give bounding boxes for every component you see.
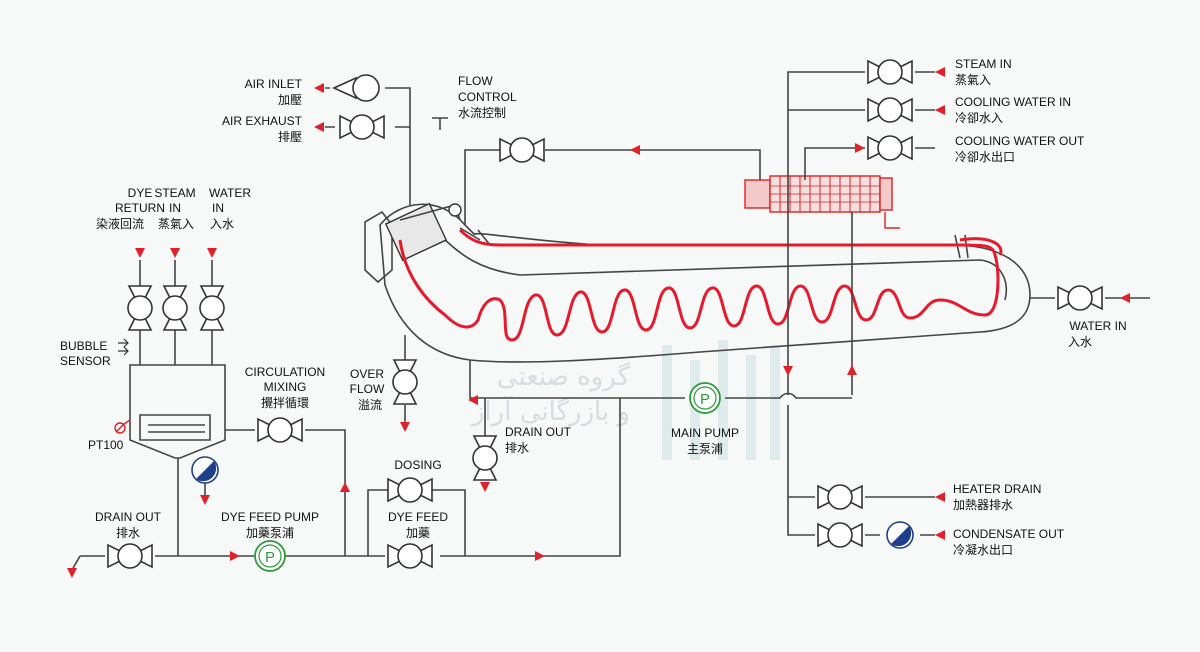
water-in-label-cn: 入水 <box>210 217 234 231</box>
drain-out-mid-valve <box>472 435 498 481</box>
dye-feed-pump-label-cn: 加藥泵浦 <box>246 526 294 540</box>
steam-in-valve <box>867 59 913 85</box>
dye-return-valve <box>127 285 153 331</box>
steam-in-label-2: IN <box>169 201 181 215</box>
cooling-water-out-valve <box>867 135 913 161</box>
heater-drain-valve <box>817 484 863 510</box>
pt100-sensor-icon <box>114 419 131 434</box>
cooling-water-out-label: COOLING WATER OUT <box>955 134 1085 148</box>
circulation-label-2: MIXING <box>264 380 307 394</box>
fabric-path-top <box>959 237 1003 256</box>
valves <box>107 59 1103 569</box>
steam-in-tank-valve <box>162 285 188 331</box>
watermark-line-1: گروه صنعتی <box>497 361 631 392</box>
dye-return-label-2: RETURN <box>115 201 165 215</box>
dye-feed-pump-icon: P <box>254 540 286 572</box>
air-exhaust-valve <box>339 114 385 140</box>
water-in-label-1: WATER <box>209 186 251 200</box>
cooling-water-in-valve <box>867 97 913 123</box>
dye-feed-valve <box>387 543 433 569</box>
pt100-label: PT100 <box>88 438 124 452</box>
drain-out-mid-label: DRAIN OUT <box>505 425 572 439</box>
overflow-valve <box>392 359 418 405</box>
drain-out-mid-label-cn: 排水 <box>505 441 529 455</box>
circulation-mixing-valve <box>257 417 303 443</box>
condensate-out-valve <box>817 522 863 548</box>
cooling-water-in-label-cn: 冷卻水入 <box>955 111 1003 125</box>
dye-feed-pump-label: DYE FEED PUMP <box>221 510 319 524</box>
bubble-sensor-label-2: SENSOR <box>60 354 111 368</box>
heater-drain-label-cn: 加熱器排水 <box>953 498 1013 512</box>
heater-drain-label: HEATER DRAIN <box>953 482 1041 496</box>
bubble-sensor-label-1: BUBBLE <box>60 339 107 353</box>
air-inlet-label-cn: 加壓 <box>278 93 302 107</box>
air-exhaust-label: AIR EXHAUST <box>222 114 303 128</box>
main-vessel <box>364 202 1031 363</box>
level-meter-icon <box>191 456 219 484</box>
flow-control-valve <box>499 137 545 163</box>
dosing-valve <box>387 477 433 503</box>
drain-out-left-label-cn: 排水 <box>116 526 140 540</box>
main-pump-symbol: P <box>700 391 710 408</box>
water-in-tank-valve <box>199 285 225 331</box>
dosing-label: DOSING <box>394 458 441 472</box>
dye-return-label-1: DYE <box>128 186 153 200</box>
circulation-label-cn: 攪拌循環 <box>261 395 309 410</box>
circulation-label-1: CIRCULATION <box>245 365 325 379</box>
steam-in-right-label-cn: 蒸氣入 <box>955 73 991 87</box>
overflow-label-1: OVER <box>350 367 384 381</box>
flow-control-label-2: CONTROL <box>458 90 517 104</box>
fabric-path <box>398 228 1000 342</box>
main-pump-icon: P <box>689 382 721 414</box>
water-in-right-label: WATER IN <box>1069 319 1126 333</box>
condensate-trap-icon <box>886 521 914 549</box>
condensate-out-label: CONDENSATE OUT <box>953 527 1065 541</box>
cooling-water-out-label-cn: 冷卻水出口 <box>955 150 1015 164</box>
bubble-sensor-arrows <box>118 338 129 356</box>
dye-feed-label: DYE FEED <box>388 510 448 524</box>
overflow-label-2: FLOW <box>350 382 385 396</box>
flow-control-label-cn: 水流控制 <box>458 106 506 120</box>
heat-exchanger <box>744 175 900 229</box>
water-in-right-label-cn: 入水 <box>1068 335 1092 349</box>
air-inlet-label: AIR INLET <box>245 77 303 91</box>
dye-feed-label-cn: 加藥 <box>406 526 430 540</box>
drain-out-left-valve <box>107 543 153 569</box>
condensate-out-label-cn: 冷凝水出口 <box>953 542 1013 557</box>
steam-in-label-cn: 蒸氣入 <box>158 217 194 231</box>
flow-control-label-1: FLOW <box>458 74 493 88</box>
steam-in-label-1: STEAM <box>154 186 195 200</box>
main-pump-label-cn: 主泵浦 <box>687 442 723 456</box>
air-exhaust-label-cn: 排壓 <box>278 130 302 144</box>
main-pump-label: MAIN PUMP <box>671 426 739 440</box>
watermark-line-2: و بازرگانی آراز <box>470 395 630 427</box>
dye-return-label-cn: 染液回流 <box>96 216 144 231</box>
pipes <box>71 71 1150 571</box>
dye-feed-pump-symbol: P <box>265 549 275 566</box>
steam-in-right-label: STEAM IN <box>955 57 1012 71</box>
water-in-label-2: IN <box>212 201 224 215</box>
flow-arrows <box>67 67 1130 578</box>
drain-out-left-label: DRAIN OUT <box>95 510 162 524</box>
labels: AIR INLET 加壓 AIR EXHAUST 排壓 FLOW CONTROL… <box>60 57 1127 557</box>
air-inlet-valve <box>332 74 380 102</box>
water-in-valve <box>1057 285 1103 311</box>
overflow-label-cn: 溢流 <box>358 398 382 412</box>
cooling-water-in-label: COOLING WATER IN <box>955 95 1071 109</box>
